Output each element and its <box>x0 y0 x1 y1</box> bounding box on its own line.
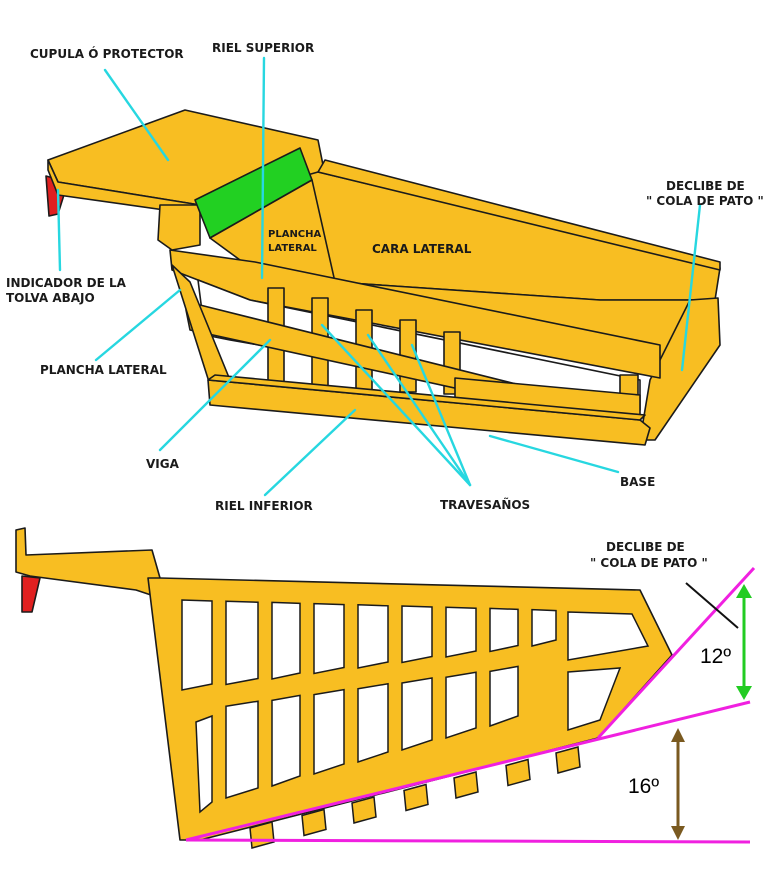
side-window-upper <box>531 608 557 647</box>
side-view: DECLIBE DE " COLA DE PATO " 12º 16º <box>15 527 756 849</box>
side-window-upper <box>489 607 519 653</box>
side-window-upper <box>225 600 259 686</box>
side-window-lower <box>401 677 433 752</box>
isometric-view: CUPULA Ó PROTECTOR RIEL SUPERIOR DECLIBE… <box>6 41 764 513</box>
side-crossmember-stub <box>403 783 429 812</box>
side-indicator-flag <box>21 575 41 613</box>
side-window-upper <box>567 611 650 661</box>
label-cupula: CUPULA Ó PROTECTOR <box>30 46 184 61</box>
side-window-upper <box>313 602 345 675</box>
side-label-declibe-2: " COLA DE PATO " <box>590 556 708 570</box>
side-window-lower <box>313 688 345 776</box>
label-riel-superior: RIEL SUPERIOR <box>212 41 314 55</box>
upper-rail <box>169 249 661 379</box>
label-indicador-1: INDICADOR DE LA <box>6 276 127 290</box>
side-windows <box>181 599 650 814</box>
side-crossmember-stubs <box>249 746 581 849</box>
side-label-declibe-1: DECLIBE DE <box>606 540 685 554</box>
label-cara-lateral: CARA LATERAL <box>372 242 472 256</box>
arrow-16-degree <box>671 728 685 840</box>
side-window-upper <box>181 599 213 691</box>
label-viga: VIGA <box>146 457 180 471</box>
side-window-upper <box>357 604 389 669</box>
tail-plate <box>639 297 721 441</box>
side-window-lower <box>271 694 301 788</box>
label-plancha-small-1: PLANCHA <box>268 229 322 240</box>
label-declibe-1: DECLIBE DE <box>666 179 745 193</box>
side-window-lower <box>567 667 622 732</box>
side-window-lower <box>489 665 519 728</box>
side-window-lower <box>225 700 259 800</box>
declibe-leader <box>685 582 739 629</box>
label-declibe-2: " COLA DE PATO " <box>646 194 764 208</box>
side-crossmember-stub <box>301 808 327 837</box>
angle-label-16: 16º <box>628 775 659 798</box>
label-plancha-lateral: PLANCHA LATERAL <box>40 363 167 377</box>
side-crossmember-stub <box>453 771 479 799</box>
side-window-lower <box>445 671 477 740</box>
label-riel-inferior: RIEL INFERIOR <box>215 499 313 513</box>
label-travesanos: TRAVESAÑOS <box>440 497 530 512</box>
angle-label-12: 12º <box>700 645 731 668</box>
arrow-12-degree <box>736 584 752 700</box>
side-window-lower <box>357 682 389 764</box>
front-wall <box>157 204 201 251</box>
slope-lines <box>185 566 756 844</box>
lower-rail-top <box>207 374 646 421</box>
label-plancha-small-2: LATERAL <box>268 243 317 254</box>
side-crossmember-stub <box>351 796 377 824</box>
far-rim <box>317 159 721 271</box>
side-crossmember-stub <box>505 758 531 787</box>
side-window-upper <box>445 606 477 658</box>
leader-lines-3d <box>56 56 702 497</box>
side-window-lower <box>195 714 213 814</box>
side-window-upper <box>401 605 433 664</box>
label-base: BASE <box>620 475 655 489</box>
side-window-upper <box>271 601 301 680</box>
label-indicador-2: TOLVA ABAJO <box>6 291 95 305</box>
side-crossmember-stub <box>555 746 581 774</box>
